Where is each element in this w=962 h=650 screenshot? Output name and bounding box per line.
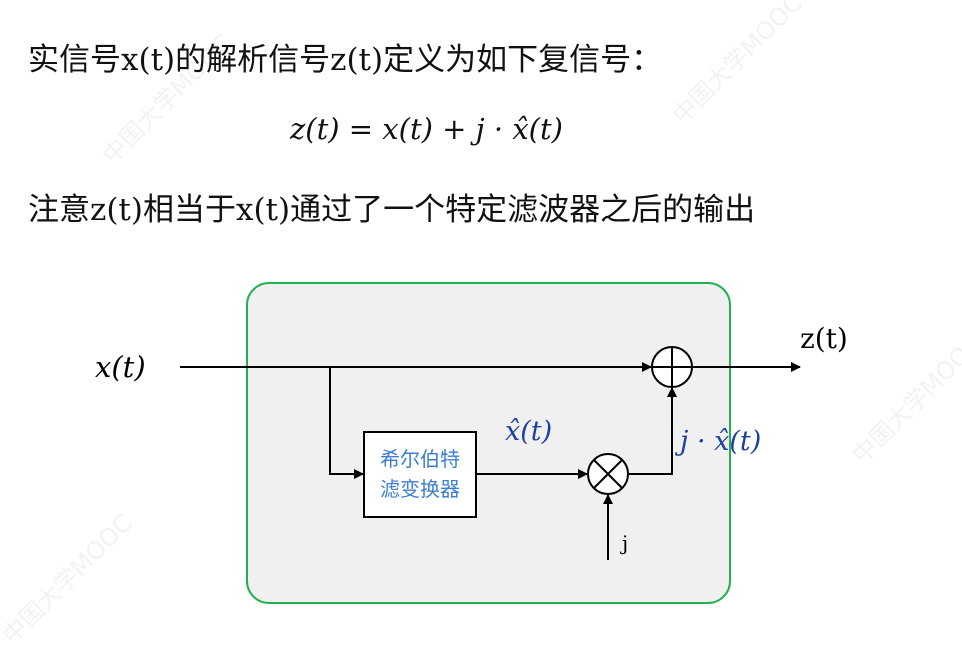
product-path (628, 387, 677, 475)
input-label: x(t) (95, 350, 146, 384)
hilbert-block-label: 希尔伯特 (380, 447, 460, 471)
note-text: 注意z(t)相当于x(t)通过了一个特定滤波器之后的输出 (28, 192, 756, 228)
definition-text: 实信号x(t)的解析信号z(t)定义为如下复信号： (28, 42, 663, 78)
output-label: z(t) (800, 322, 848, 355)
adder-icon (651, 346, 693, 388)
block-diagram: x(t) z(t) 希尔伯特 滤变换器 x̂(t) j · x̂(t) j (95, 282, 848, 604)
hilbert-block (363, 431, 477, 518)
multiplier-icon (587, 453, 629, 495)
system-frame (246, 282, 731, 604)
branch-path (329, 367, 364, 479)
hilbert-block-label: 滤变换器 (380, 477, 460, 501)
formula: z(t) = x(t) + j · x̂(t) (290, 112, 563, 146)
j-label: j (620, 531, 628, 555)
product-label: j · x̂(t) (675, 426, 761, 457)
hilbert-output-label: x̂(t) (505, 416, 552, 447)
